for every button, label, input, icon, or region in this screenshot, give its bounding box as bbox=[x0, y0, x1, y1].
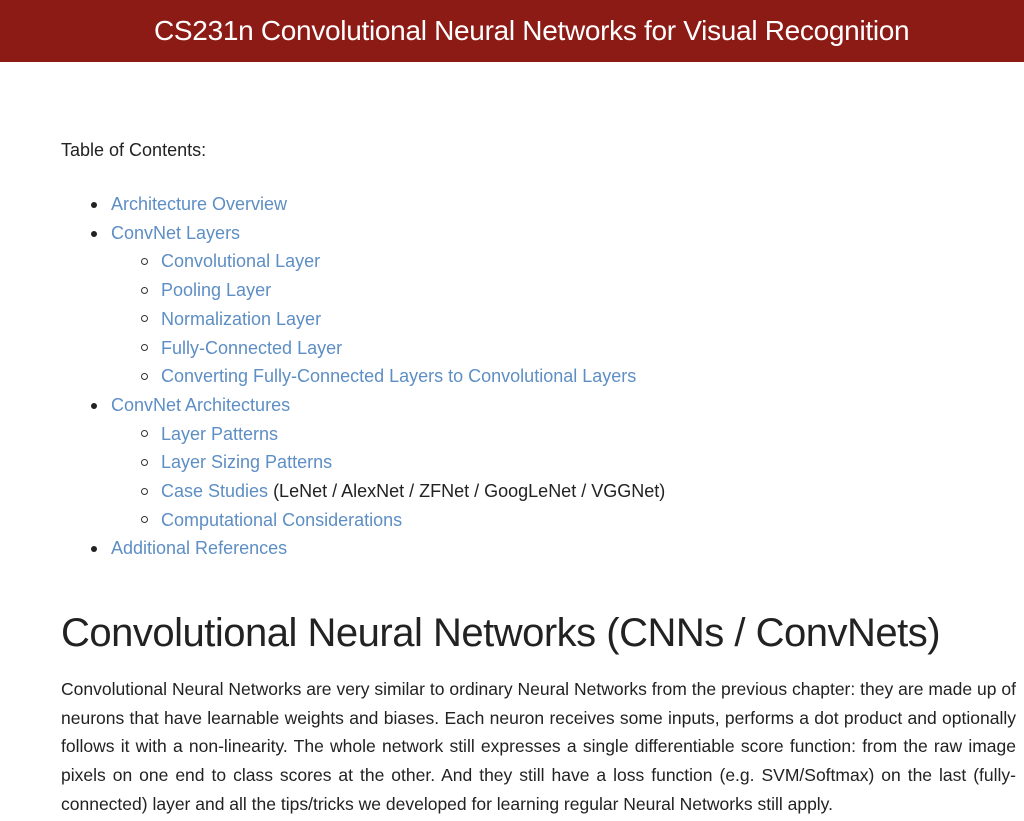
toc-subitem-layer-patterns: Layer Patterns bbox=[111, 420, 1016, 449]
toc-item-convnet-layers: ConvNet Layers Convolutional Layer Pooli… bbox=[61, 219, 1016, 391]
toc-link-architecture-overview[interactable]: Architecture Overview bbox=[111, 194, 288, 214]
toc-item-convnet-architectures: ConvNet Architectures Layer Patterns Lay… bbox=[61, 391, 1016, 535]
toc-link-additional-references[interactable]: Additional References bbox=[111, 538, 288, 559]
toc-subitem-case-studies: Case Studies (LeNet / AlexNet / ZFNet / … bbox=[111, 477, 1016, 506]
toc-link-convnet-architectures[interactable]: ConvNet Architectures bbox=[111, 394, 291, 415]
case-studies-suffix: (LeNet / AlexNet / ZFNet / GoogLeNet / V… bbox=[268, 481, 666, 502]
toc-subitem-normalization-layer: Normalization Layer bbox=[111, 305, 1016, 334]
toc-link-pooling-layer[interactable]: Pooling Layer bbox=[161, 280, 272, 301]
toc-subitem-converting-fc-to-conv: Converting Fully-Connected Layers to Con… bbox=[111, 362, 1016, 391]
toc-link-layer-sizing-patterns[interactable]: Layer Sizing Patterns bbox=[161, 452, 333, 473]
toc-sublist-convnet-architectures: Layer Patterns Layer Sizing Patterns Cas… bbox=[111, 420, 1016, 535]
toc-subitem-fully-connected-layer: Fully-Connected Layer bbox=[111, 334, 1016, 363]
main-content: Table of Contents: Architecture Overview… bbox=[0, 138, 1024, 818]
toc-subitem-pooling-layer: Pooling Layer bbox=[111, 276, 1016, 305]
toc-link-layer-patterns[interactable]: Layer Patterns bbox=[161, 423, 279, 444]
toc-link-case-studies[interactable]: Case Studies bbox=[161, 481, 269, 502]
section-paragraph: Convolutional Neural Networks are very s… bbox=[61, 679, 1016, 814]
site-title[interactable]: CS231n Convolutional Neural Networks for… bbox=[154, 15, 910, 46]
toc-title: Table of Contents: bbox=[61, 140, 207, 160]
toc-link-normalization-layer[interactable]: Normalization Layer bbox=[161, 308, 322, 329]
toc-list: Architecture Overview ConvNet Layers Con… bbox=[61, 190, 1016, 563]
toc-link-computational-considerations[interactable]: Computational Considerations bbox=[161, 509, 403, 530]
toc-item-additional-references: Additional References bbox=[61, 534, 1016, 563]
toc-link-fully-connected-layer[interactable]: Fully-Connected Layer bbox=[161, 337, 343, 358]
toc-sublist-convnet-layers: Convolutional Layer Pooling Layer Normal… bbox=[111, 247, 1016, 391]
toc-link-converting-fc-to-conv[interactable]: Converting Fully-Connected Layers to Con… bbox=[161, 366, 637, 387]
toc-subitem-layer-sizing-patterns: Layer Sizing Patterns bbox=[111, 448, 1016, 477]
toc-link-convnet-layers[interactable]: ConvNet Layers bbox=[111, 222, 241, 243]
toc-subitem-computational-considerations: Computational Considerations bbox=[111, 506, 1016, 535]
toc-subitem-convolutional-layer: Convolutional Layer bbox=[111, 247, 1016, 276]
site-header: CS231n Convolutional Neural Networks for… bbox=[0, 0, 1024, 62]
toc-item-architecture-overview: Architecture Overview bbox=[61, 190, 1016, 219]
section-heading: Convolutional Neural Networks (CNNs / Co… bbox=[61, 611, 941, 656]
toc-link-convolutional-layer[interactable]: Convolutional Layer bbox=[161, 251, 321, 272]
